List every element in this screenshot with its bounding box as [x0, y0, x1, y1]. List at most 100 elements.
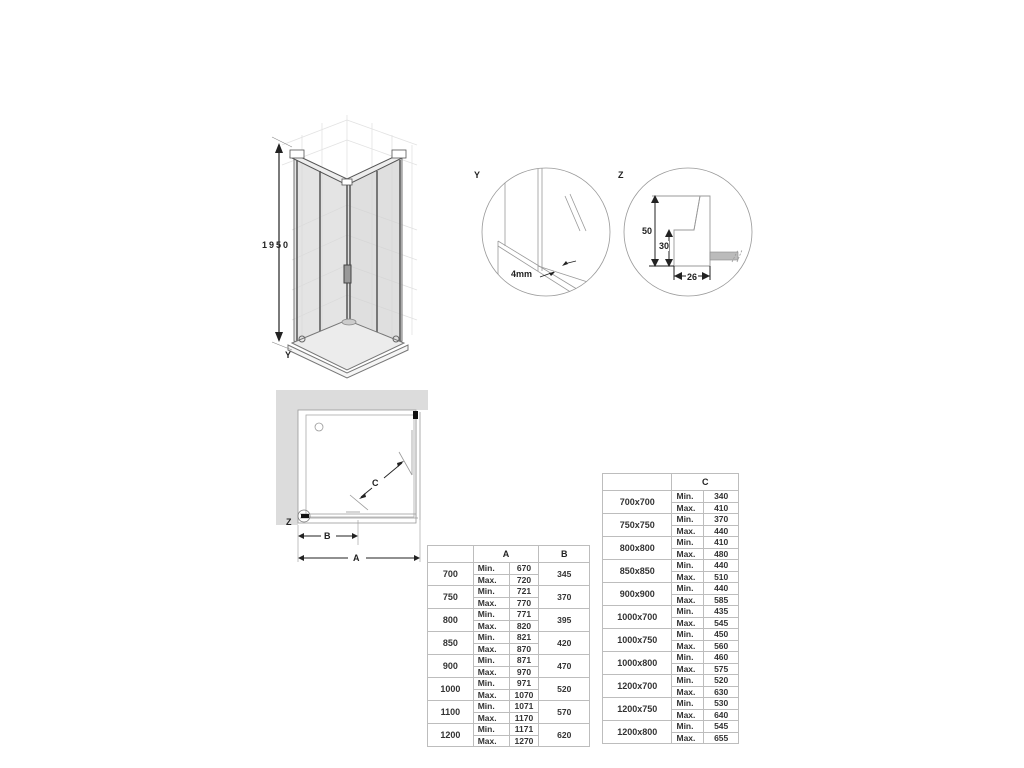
c-max-cell: 545 — [703, 616, 739, 629]
b-cell: 620 — [538, 723, 590, 747]
size-cell: 1000x700 — [601, 605, 673, 629]
b-cell: 520 — [538, 677, 590, 701]
table-header-cell: C — [671, 473, 739, 491]
min-label: Min. — [671, 720, 705, 733]
dim-width-label: 26 — [686, 272, 699, 282]
c-min-cell: 435 — [703, 605, 739, 618]
table-row: Max.560 — [603, 639, 739, 652]
c-min-cell: 530 — [703, 697, 739, 710]
glass-thickness-detail-drawing — [481, 167, 611, 297]
size-cell: 900 — [427, 654, 474, 678]
max-label: Max. — [671, 685, 705, 698]
c-min-cell: 440 — [703, 582, 739, 595]
a-min-cell: 771 — [508, 608, 540, 621]
plan-label-a: A — [353, 553, 360, 563]
min-label: Min. — [671, 651, 705, 664]
max-label: Max. — [472, 688, 510, 701]
a-min-cell: 871 — [508, 654, 540, 667]
c-min-cell: 545 — [703, 720, 739, 733]
table-row: Max.545 — [603, 616, 739, 629]
max-label: Max. — [671, 639, 705, 652]
table-header-cell — [601, 473, 673, 491]
detail-z-circle: 50 30 26 — [622, 166, 754, 298]
b-cell: 370 — [538, 585, 590, 609]
size-cell: 750x750 — [601, 513, 673, 537]
table-row: Max.655 — [603, 731, 739, 744]
size-cell: 900x900 — [601, 582, 673, 606]
size-cell: 800x800 — [601, 536, 673, 560]
table-row: Max.585 — [603, 593, 739, 606]
c-max-cell: 630 — [703, 685, 739, 698]
table-row: Max.630 — [603, 685, 739, 698]
size-cell: 1200 — [427, 723, 474, 747]
max-label: Max. — [472, 596, 510, 609]
max-label: Max. — [671, 662, 705, 675]
min-label: Min. — [472, 562, 510, 575]
dim-total-height-label: 50 — [642, 226, 653, 236]
max-label: Max. — [671, 570, 705, 583]
size-cell: 1000 — [427, 677, 474, 701]
c-min-cell: 370 — [703, 513, 739, 526]
glass-thickness-label: 4mm — [511, 269, 533, 279]
table-row: Max.410 — [603, 501, 739, 514]
min-label: Min. — [671, 582, 705, 595]
detail-y-title: Y — [474, 170, 481, 180]
table-header-cell: A — [472, 545, 540, 563]
max-label: Max. — [671, 616, 705, 629]
a-min-cell: 670 — [508, 562, 540, 575]
max-label: Max. — [671, 524, 705, 537]
max-label: Max. — [671, 547, 705, 560]
table-row: Max.510 — [603, 570, 739, 583]
b-cell: 395 — [538, 608, 590, 632]
table-row: Max.1270 — [428, 734, 590, 747]
b-cell: 470 — [538, 654, 590, 678]
size-cell: 850 — [427, 631, 474, 655]
table-row: Max.640 — [603, 708, 739, 721]
b-cell: 345 — [538, 562, 590, 586]
size-cell: 1200x700 — [601, 674, 673, 698]
table-row: Max.1070 — [428, 688, 590, 701]
min-label: Min. — [671, 605, 705, 618]
table-row: Max.480 — [603, 547, 739, 560]
a-max-cell: 870 — [508, 642, 540, 655]
c-min-cell: 440 — [703, 559, 739, 572]
table-row: Max.1170 — [428, 711, 590, 724]
max-label: Max. — [671, 501, 705, 514]
table-row: Max.870 — [428, 642, 590, 655]
max-label: Max. — [472, 642, 510, 655]
table-row: Max.820 — [428, 619, 590, 632]
a-max-cell: 720 — [508, 573, 540, 586]
c-max-cell: 585 — [703, 593, 739, 606]
profile-section-drawing — [623, 167, 753, 297]
max-label: Max. — [671, 708, 705, 721]
min-label: Min. — [671, 674, 705, 687]
plan-view: C B A Z — [276, 390, 431, 565]
size-cell: 750 — [427, 585, 474, 609]
max-label: Max. — [472, 734, 510, 747]
c-max-cell: 440 — [703, 524, 739, 537]
min-label: Min. — [671, 559, 705, 572]
size-cell: 1000x750 — [601, 628, 673, 652]
shower-isometric-view: 1950 Y — [262, 105, 432, 380]
plan-label-b: B — [324, 531, 331, 541]
min-label: Min. — [671, 490, 705, 503]
detail-marker-y: Y — [285, 350, 292, 360]
a-min-cell: 1071 — [508, 700, 540, 713]
detail-z-title: Z — [618, 170, 624, 180]
size-cell: 800 — [427, 608, 474, 632]
detail-y-circle: 4mm — [480, 166, 612, 298]
c-max-cell: 575 — [703, 662, 739, 675]
table-row: Max.440 — [603, 524, 739, 537]
min-label: Min. — [671, 513, 705, 526]
